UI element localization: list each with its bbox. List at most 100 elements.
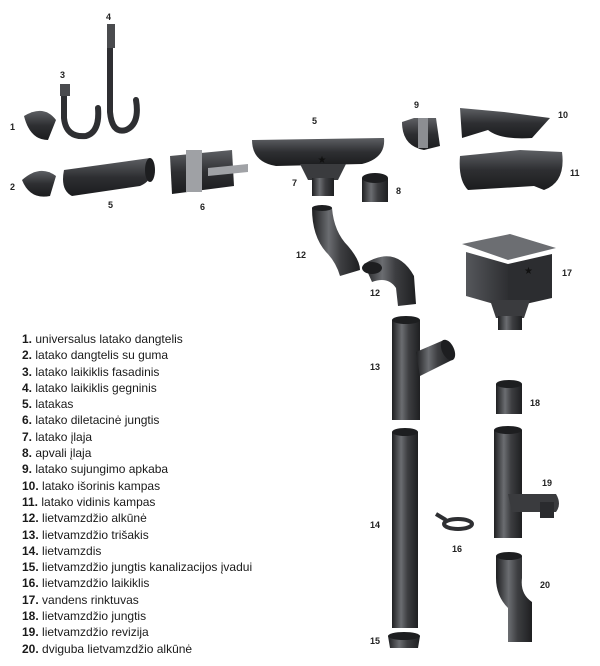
part-14-downpipe: 14 <box>370 428 418 628</box>
svg-text:★: ★ <box>318 155 327 166</box>
part-1-end-cap: 1 <box>10 110 56 140</box>
legend-item-number: 18. <box>22 609 39 624</box>
legend-item: 3. latako laikiklis fasadinis <box>22 364 362 380</box>
legend-item: 14. lietvamzdis <box>22 543 362 559</box>
legend-item-number: 9. <box>22 462 33 477</box>
part-10-outer-corner: 10 <box>460 108 568 139</box>
legend-item-number: 13. <box>22 527 39 542</box>
legend-item-text: lietvamzdžio laikiklis <box>38 576 150 591</box>
legend-item: 8. apvali įlaja <box>22 445 362 461</box>
legend-item-text: latako vidinis kampas <box>38 494 156 509</box>
legend-item-text: latakas <box>32 397 74 412</box>
svg-text:16: 16 <box>452 544 462 554</box>
svg-text:10: 10 <box>558 110 568 120</box>
svg-text:8: 8 <box>396 186 401 196</box>
svg-text:1: 1 <box>10 122 15 132</box>
part-9-joint-clamp: 9 <box>402 100 440 150</box>
legend-item-text: lietvamzdžio alkūnė <box>38 511 147 526</box>
legend-item: 16. lietvamzdžio laikiklis <box>22 575 362 591</box>
legend-item: 4. latako laikiklis gegninis <box>22 380 362 396</box>
legend-item-number: 5. <box>22 397 33 412</box>
legend-item-number: 20. <box>22 641 39 656</box>
svg-text:11: 11 <box>570 168 580 178</box>
legend-item: 9. latako sujungimo apkaba <box>22 461 362 477</box>
legend-item-text: lietvamzdžio jungtis kanalizacijos įvadu… <box>38 560 253 575</box>
svg-text:4: 4 <box>106 12 111 22</box>
legend-item-number: 2. <box>22 348 33 363</box>
legend-item-number: 17. <box>22 592 39 607</box>
legend-item-number: 19. <box>22 625 39 640</box>
part-8-round-outlet: 8 <box>362 173 401 202</box>
part-4-rafter-bracket: 4 <box>106 12 140 134</box>
svg-text:2: 2 <box>10 182 15 192</box>
legend-item: 11. latako vidinis kampas <box>22 494 362 510</box>
legend-item-text: lietvamzdžio trišakis <box>38 527 149 542</box>
svg-text:18: 18 <box>530 398 540 408</box>
legend-item-number: 15. <box>22 560 39 575</box>
svg-text:19: 19 <box>542 478 552 488</box>
svg-text:17: 17 <box>562 268 572 278</box>
part-2-end-cap-rubber: 2 <box>10 170 56 197</box>
svg-text:12: 12 <box>296 250 306 260</box>
legend-item-number: 3. <box>22 364 33 379</box>
part-20-double-elbow: 20 <box>496 552 550 642</box>
legend-item: 12. lietvamzdžio alkūnė <box>22 510 362 526</box>
part-12-elbow-upper: 12 <box>296 205 360 276</box>
legend-item: 13. lietvamzdžio trišakis <box>22 527 362 543</box>
part-16-pipe-bracket: 16 <box>434 512 474 554</box>
legend-item: 10. latako išorinis kampas <box>22 478 362 494</box>
legend-item-number: 6. <box>22 413 33 428</box>
legend-item-text: lietvamzdžio revizija <box>38 625 149 640</box>
legend-item-text: latako laikiklis gegninis <box>32 380 157 395</box>
legend-item: 17. vandens rinktuvas <box>22 592 362 608</box>
svg-text:9: 9 <box>414 100 419 110</box>
part-13-downpipe-tee: 13 <box>370 316 456 420</box>
svg-text:13: 13 <box>370 362 380 372</box>
legend-item-number: 8. <box>22 446 33 461</box>
legend-item: 5. latakas <box>22 396 362 412</box>
legend-item-number: 14. <box>22 543 39 558</box>
part-15-sewer-connector: 15 <box>370 632 420 648</box>
legend-item-number: 10. <box>22 478 39 493</box>
legend-item-text: lietvamzdžio jungtis <box>38 609 147 624</box>
svg-text:20: 20 <box>540 580 550 590</box>
svg-text:12: 12 <box>370 288 380 298</box>
legend-item-number: 1. <box>22 332 33 346</box>
part-11-inner-corner: 11 <box>459 150 580 190</box>
legend-item-text: latako dangtelis su guma <box>32 348 169 363</box>
svg-text:5: 5 <box>108 200 113 210</box>
legend-item-text: latako išorinis kampas <box>38 478 161 493</box>
legend-item: 20. dviguba lietvamzdžio alkūnė <box>22 641 362 657</box>
legend-item-number: 16. <box>22 576 39 591</box>
svg-text:3: 3 <box>60 70 65 80</box>
legend-item: 6. latako diletacinė jungtis <box>22 412 362 428</box>
legend-item-text: vandens rinktuvas <box>38 592 139 607</box>
legend-item-number: 7. <box>22 429 33 444</box>
legend-item-text: latako sujungimo apkaba <box>32 462 169 477</box>
svg-text:★: ★ <box>524 266 533 277</box>
svg-text:7: 7 <box>292 178 297 188</box>
part-6-expansion-joint: 6 <box>170 150 248 212</box>
part-17-water-collector: ★ 17 <box>462 234 572 330</box>
legend-item: 2. latako dangtelis su guma <box>22 347 362 363</box>
legend-item: 1. universalus latako dangtelis <box>22 331 362 347</box>
legend-item: 19. lietvamzdžio revizija <box>22 624 362 640</box>
legend-item: 7. latako įlaja <box>22 429 362 445</box>
legend-item-number: 4. <box>22 380 33 395</box>
part-19-inspection-piece: 19 <box>494 426 559 538</box>
legend-item: 15. lietvamzdžio jungtis kanalizacijos į… <box>22 559 362 575</box>
legend-item: 18. lietvamzdžio jungtis <box>22 608 362 624</box>
svg-text:14: 14 <box>370 520 380 530</box>
svg-text:5: 5 <box>312 116 317 126</box>
part-3-fascia-bracket: 3 <box>60 70 102 140</box>
legend-item-text: latako diletacinė jungtis <box>32 413 160 428</box>
legend-item-text: dviguba lietvamzdžio alkūnė <box>38 641 193 656</box>
legend-item-text: apvali įlaja <box>32 446 92 461</box>
legend-item-number: 12. <box>22 511 39 526</box>
legend-item-text: latako įlaja <box>32 429 93 444</box>
part-12-elbow-lower: 12 <box>362 256 416 306</box>
part-5-gutter-with-outlet: ★ 5 7 <box>252 116 385 196</box>
legend-item-number: 11. <box>22 494 39 509</box>
